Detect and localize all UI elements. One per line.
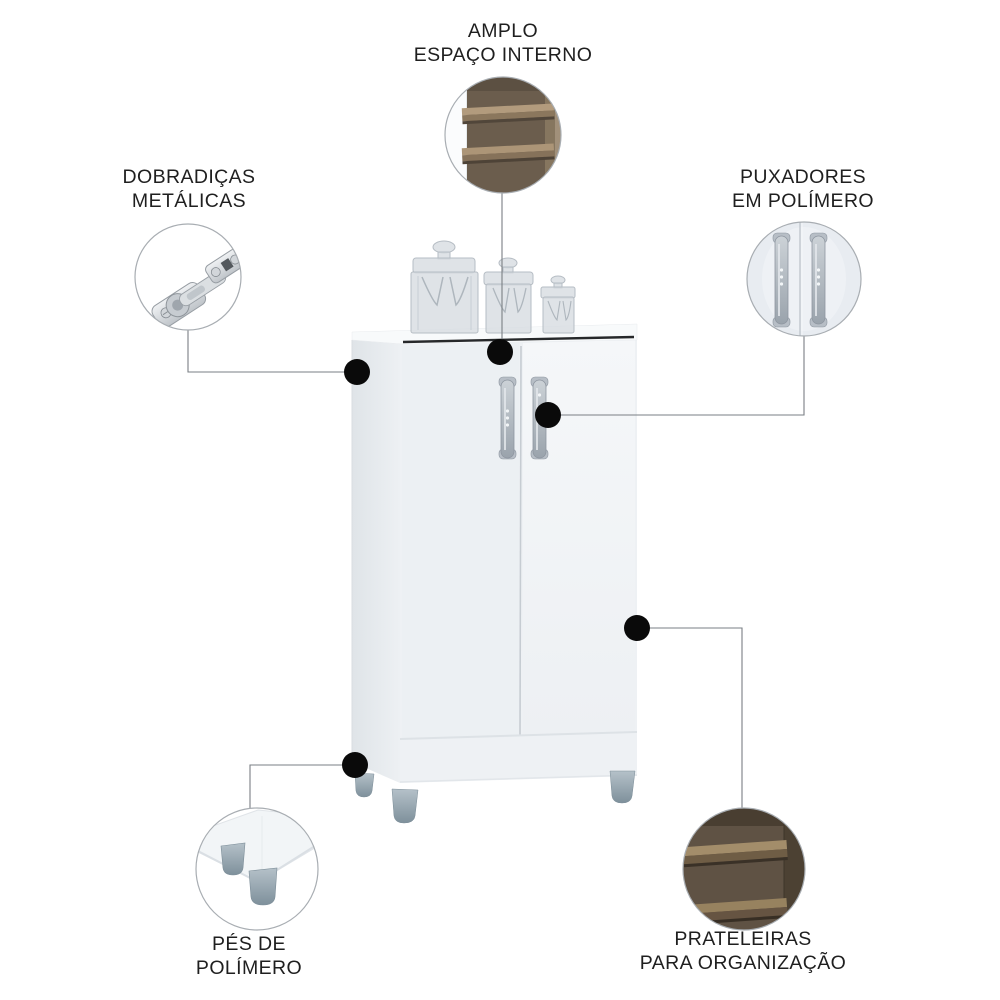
callout-dot-interior [487,339,513,365]
inset-interior-photo [444,76,562,194]
cabinet [351,323,638,824]
cabinet-handle-left [498,376,517,460]
callout-label-interior: AMPLO ESPAÇO INTERNO [414,19,593,67]
callout-leader-lines [187,193,805,808]
inset-handle-left [772,232,791,328]
decor-jar-small [540,275,576,334]
cabinet-foot-front-left [391,788,419,824]
callout-label-feet-line2: POLÍMERO [195,957,303,979]
cabinet-top-gap-line [402,335,635,344]
decor-jar-large [410,240,479,334]
callout-dot-feet [342,752,368,778]
decor-jars [410,240,576,334]
callout-label-shelves-line1: PRATELEIRAS [674,928,812,950]
inset-hinge-ring [134,223,242,331]
decor-jar-medium [483,257,534,334]
callout-dots [342,339,650,778]
callout-label-hinges-line2: METÁLICAS [131,190,247,212]
cabinet-base-bottom-edge [399,774,638,783]
leader-line-hinges [187,330,356,373]
cabinet-foot-back-left [354,772,375,798]
inset-feet-photo [195,807,319,931]
inset-foot-front [248,867,278,906]
leader-line-handles [548,336,805,416]
inset-shelves-photo [682,807,806,931]
callout-label-shelves-line2: PARA ORGANIZAÇÃO [639,952,847,974]
inset-feet-ring [195,807,319,931]
callout-label-interior-line1: AMPLO [467,20,539,42]
leader-line-feet [249,764,355,808]
inset-foot-left [220,842,246,876]
inset-handle-right [809,232,828,328]
callout-dot-hinges [344,359,370,385]
callout-label-hinges: DOBRADIÇAS METÁLICAS [123,165,256,213]
cabinet-door-seam [519,345,522,737]
callout-label-feet-line1: PÉS DE [212,933,286,955]
callout-dot-handles [535,402,561,428]
cabinet-door-right [523,340,635,736]
leader-line-shelves [637,627,743,808]
inset-hinge-photo [134,223,242,331]
inset-shelves-ring [682,807,806,931]
inset-handles-ring [746,221,862,337]
callout-label-handles-line2: EM POLÍMERO [731,190,875,212]
cabinet-door-bottom-line [399,731,638,740]
inset-handles-photo [746,221,862,337]
callout-dot-shelves [624,615,650,641]
cabinet-side-panel [352,340,400,783]
cabinet-foot-right [609,770,636,804]
cabinet-door-left [402,343,519,740]
inset-interior-ring [444,76,562,194]
callout-label-shelves: PRATELEIRAS PARA ORGANIZAÇÃO [640,927,847,975]
callout-label-handles-line1: PUXADORES [739,166,867,188]
callout-label-interior-line2: ESPAÇO INTERNO [413,44,593,66]
callout-label-hinges-line1: DOBRADIÇAS [122,166,256,188]
callout-label-handles: PUXADORES EM POLÍMERO [732,165,874,213]
callout-label-feet: PÉS DE POLÍMERO [196,932,302,980]
